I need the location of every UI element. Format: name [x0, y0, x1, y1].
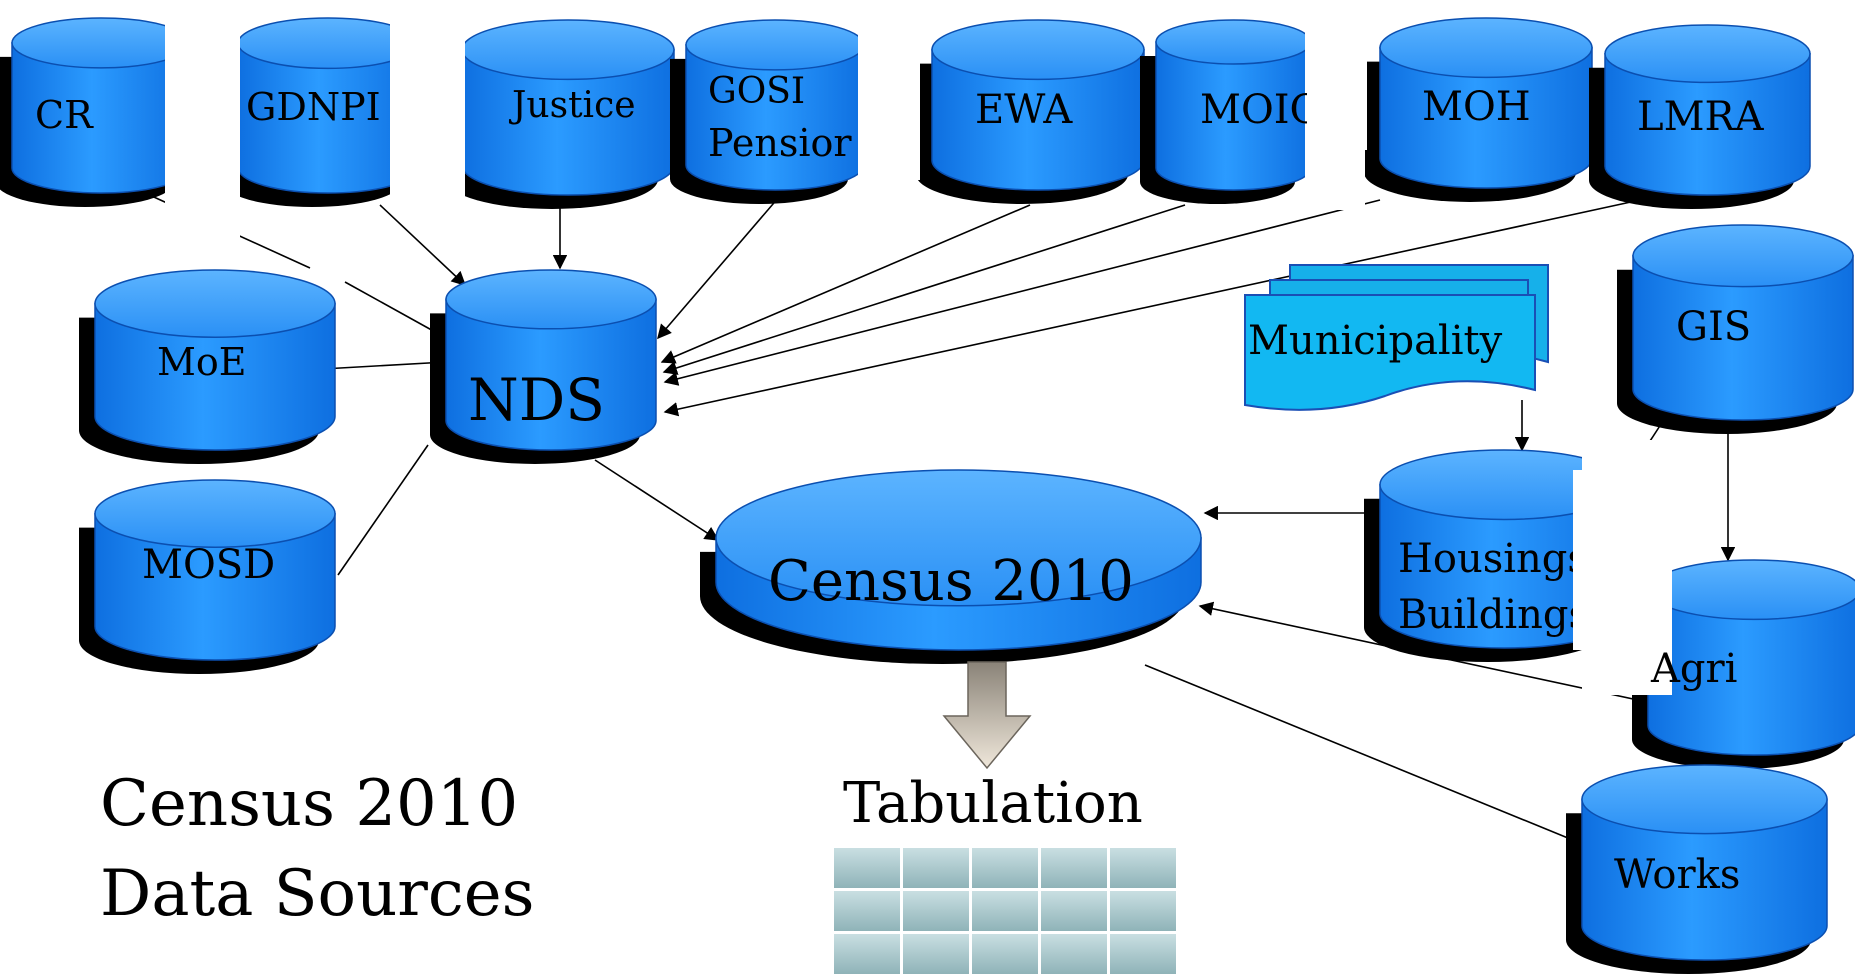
db-label-gdnpr: GDNPI [246, 85, 381, 129]
database-mosd [79, 479, 336, 675]
tabulation-cell [834, 891, 900, 931]
database-gdnpr [222, 17, 419, 207]
database-body [445, 298, 657, 451]
db-label-cr: CR [35, 93, 94, 137]
database-top [1604, 24, 1811, 84]
db-label-works: Works [1614, 852, 1740, 898]
database-top [1647, 559, 1855, 621]
connector-ewa-nds [660, 204, 1031, 364]
database-top [715, 469, 1202, 607]
tabulation-cell [972, 934, 1038, 974]
database-body [1632, 255, 1854, 421]
db-label-housing-1: Housings [1398, 536, 1588, 582]
database-moic [1140, 19, 1312, 205]
db-label-agri: Agri [1650, 646, 1737, 692]
connector-moic-nds [662, 204, 1186, 375]
database-body [94, 512, 336, 661]
database-body [1379, 46, 1593, 189]
db-label-ewa: EWA [975, 87, 1073, 133]
tabulation-cell [1110, 848, 1176, 888]
database-body [1604, 52, 1811, 196]
connector-cr-nds-2 [344, 281, 448, 339]
tabulation-cell [834, 848, 900, 888]
tabulation-arrow [942, 661, 1032, 770]
tabulation-cell [972, 848, 1038, 888]
database-housing [1364, 449, 1629, 662]
connector-works-census [1144, 664, 1586, 846]
tabulation-cell [1110, 934, 1176, 974]
tabulation-cell [903, 891, 969, 931]
database-gosi [670, 19, 865, 204]
connector-gosi-nds [657, 189, 786, 340]
connector-mosd-nds [337, 444, 429, 576]
tabulation-cell [1041, 934, 1107, 974]
db-label-mosd: MOSD [142, 542, 275, 588]
tabulation-cell [834, 934, 900, 974]
connector-nds-census [594, 459, 720, 541]
database-top [94, 479, 336, 548]
connectors [144, 189, 1736, 846]
municipality-label: Municipality [1248, 318, 1503, 364]
database-top [1581, 764, 1828, 835]
database-ewa [916, 19, 1145, 205]
tabulation-cell [1041, 848, 1107, 888]
db-label-housing-2: Buildings [1398, 592, 1589, 638]
db-label-nds: NDS [468, 366, 605, 434]
database-lmra [1589, 24, 1811, 210]
tabulation-cell [903, 934, 969, 974]
db-label-justice: Justice [508, 85, 636, 126]
label-crop-masks [392, 60, 1653, 650]
database-moh [1364, 17, 1593, 203]
db-label-gosi-1: GOSI [708, 71, 805, 112]
database-top [445, 269, 657, 330]
database-body [461, 48, 675, 196]
tabulation-cell [1110, 891, 1176, 931]
db-label-gosi-2: Pensior [708, 121, 852, 165]
database-body [1581, 798, 1828, 961]
database-top [1379, 17, 1593, 79]
municipality-document: Municipality [1244, 264, 1549, 411]
connector-lmra-nds [663, 199, 1641, 417]
database-top [94, 269, 336, 338]
db-labels: CR GDNPI Justice GOSI Pensior EWA MOIC M… [35, 71, 1765, 898]
connector-moh-nds [663, 199, 1381, 386]
tabulation-table [834, 848, 1176, 974]
database-top [1632, 224, 1854, 288]
tabulation-cell [972, 891, 1038, 931]
db-label-gis: GIS [1676, 304, 1751, 350]
database-justice [446, 19, 675, 210]
db-label-census: Census 2010 [768, 549, 1134, 614]
db-label-lmra: LMRA [1637, 94, 1765, 140]
database-top [685, 19, 865, 71]
tabulation-cell [1041, 891, 1107, 931]
caption-line-2: Data Sources [100, 857, 534, 931]
database-top [931, 19, 1145, 81]
db-label-moic: MOIC [1200, 87, 1320, 133]
database-cr [0, 17, 191, 207]
db-label-moh: MOH [1422, 84, 1531, 130]
database-moe [79, 269, 336, 464]
caption-line-1: Census 2010 [100, 767, 518, 841]
database-body [94, 302, 336, 451]
database-gis [1617, 224, 1854, 434]
database-top [1155, 19, 1312, 65]
database-top [461, 19, 675, 81]
database-nds [430, 269, 657, 464]
tabulation-cell [903, 848, 969, 888]
database-works [1566, 764, 1828, 975]
database-body [931, 48, 1145, 191]
connector-agri-census [1198, 601, 1713, 717]
db-label-moe: MoE [157, 340, 247, 384]
database-agri [1632, 559, 1855, 769]
tabulation-label: Tabulation [843, 771, 1143, 836]
database-census [700, 469, 1202, 664]
connector-gdnpr-nds [379, 204, 467, 286]
database-top [11, 17, 191, 69]
database-body [1647, 588, 1855, 756]
